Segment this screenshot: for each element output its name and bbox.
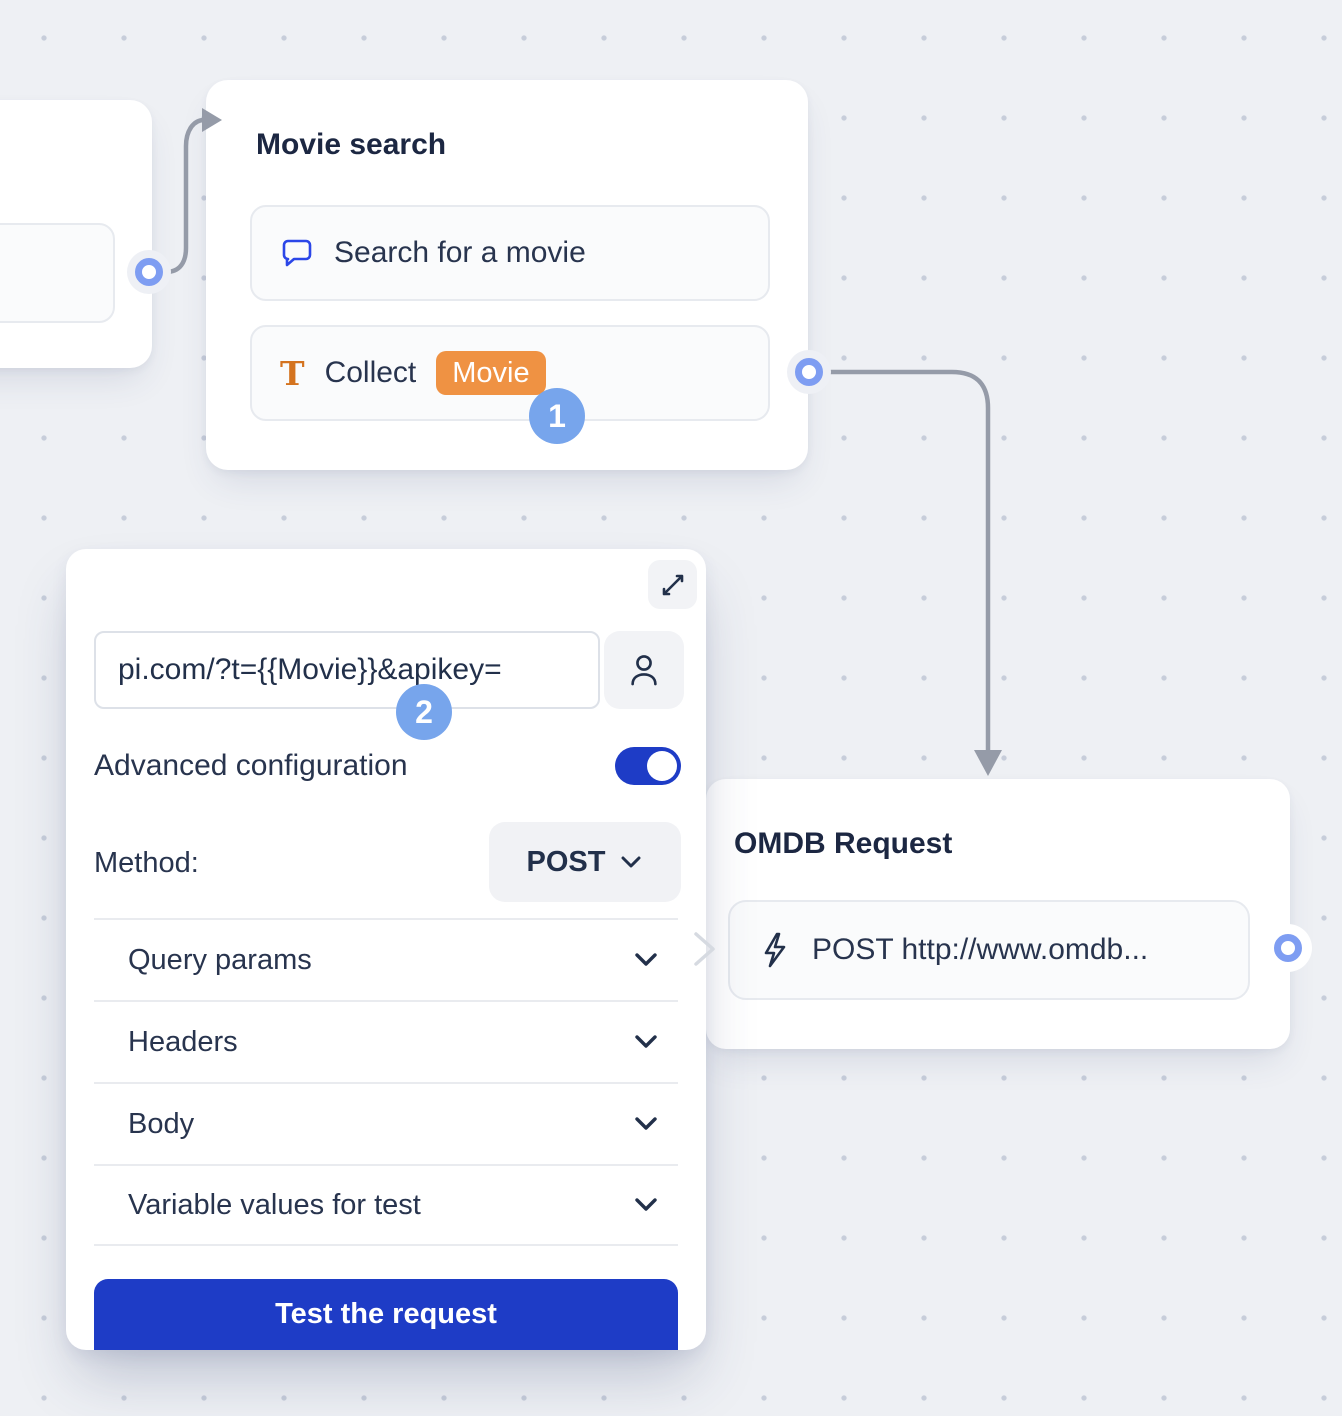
variables-button[interactable] [604, 631, 684, 709]
section-label: Variable values for test [128, 1188, 421, 1221]
advanced-configuration-toggle[interactable] [615, 747, 681, 785]
lightning-icon [758, 931, 792, 969]
step-badge-2: 2 [396, 684, 452, 740]
node-title: Movie search [256, 128, 447, 161]
message-item-label: Search for a movie [334, 236, 586, 269]
chevron-down-icon [632, 1033, 660, 1051]
chevron-down-icon [632, 1196, 660, 1214]
webhook-config-panel[interactable]: pi.com/?t={{Movie}}&apikey= 2 Advanced c… [66, 549, 706, 1350]
section-headers[interactable]: Headers [94, 1000, 678, 1082]
section-query-params[interactable]: Query params [94, 918, 678, 1000]
section-label: Body [128, 1107, 195, 1140]
text-icon: T [280, 353, 305, 393]
variable-badge: Movie [436, 350, 546, 396]
method-select[interactable]: POST [489, 822, 681, 902]
collapsible-sections: Query params Headers Body Variable value… [94, 918, 678, 1246]
connector-left-to-movie [149, 117, 207, 275]
method-label: Method: [94, 847, 199, 879]
chat-bubble-icon [280, 236, 314, 270]
movie-search-node[interactable]: Movie search Search for a movie T Collec… [206, 80, 808, 470]
output-port-partial-node[interactable] [135, 258, 163, 286]
section-label: Query params [128, 943, 312, 976]
node-title: OMDB Request [734, 827, 953, 860]
expand-icon [658, 570, 688, 600]
section-label: Headers [128, 1025, 238, 1058]
method-value: POST [526, 845, 606, 878]
advanced-configuration-label: Advanced configuration [94, 749, 408, 782]
omdb-request-node[interactable]: OMDB Request POST http://www.omdb... [706, 779, 1290, 1049]
chevron-down-icon [619, 854, 643, 870]
toggle-knob [647, 751, 677, 781]
test-request-button[interactable]: Test the request [94, 1279, 678, 1350]
collect-item-label: Collect [324, 356, 417, 389]
person-icon [623, 649, 665, 691]
chevron-down-icon [632, 1115, 660, 1133]
connector-movie-to-omdb [815, 369, 991, 753]
partial-node-card[interactable] [0, 100, 152, 368]
output-port-movie-search[interactable] [795, 358, 823, 386]
partial-node-item[interactable] [0, 223, 115, 323]
webhook-request-label: POST http://www.omdb... [812, 933, 1149, 966]
section-variable-values[interactable]: Variable values for test [94, 1164, 678, 1246]
url-value: pi.com/?t={{Movie}}&apikey= [118, 653, 502, 686]
collect-item[interactable]: T Collect Movie [250, 325, 770, 421]
expand-button[interactable] [648, 560, 697, 609]
url-input[interactable]: pi.com/?t={{Movie}}&apikey= [94, 631, 600, 709]
step-badge-1: 1 [529, 388, 585, 444]
message-item[interactable]: Search for a movie [250, 205, 770, 301]
output-port-omdb[interactable] [1274, 934, 1302, 962]
section-body[interactable]: Body [94, 1082, 678, 1164]
chevron-down-icon [632, 951, 660, 969]
webhook-request-item[interactable]: POST http://www.omdb... [728, 900, 1250, 1000]
arrowhead-down [974, 750, 1002, 776]
